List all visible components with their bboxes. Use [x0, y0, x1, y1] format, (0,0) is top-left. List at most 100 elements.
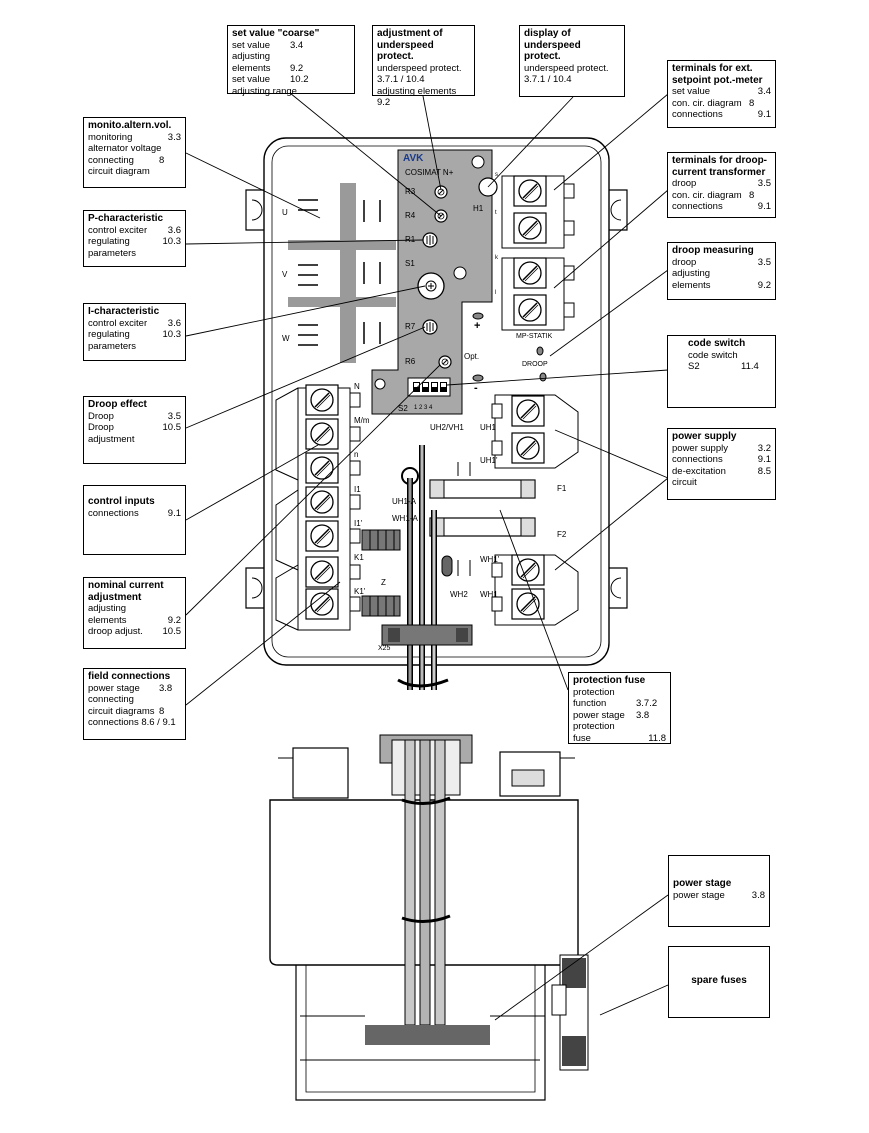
line: circuit	[672, 477, 697, 488]
r1-pot[interactable]	[422, 232, 438, 248]
line: adjusting	[88, 603, 127, 614]
board-hole-1	[471, 155, 485, 169]
label-minus: -	[474, 382, 478, 394]
line: adjusting	[672, 268, 711, 279]
label-plus: +	[474, 320, 481, 332]
label-wh1-a: WH1-A	[392, 514, 418, 523]
fuse-f2	[429, 517, 536, 537]
mp-statik-led	[536, 346, 544, 356]
label-r6: R6	[405, 357, 416, 366]
label-x25: X25	[378, 645, 391, 652]
label-n-lower: n	[354, 450, 359, 459]
callout-terminals-droop-ct: terminals for droop-current transformer …	[667, 152, 776, 218]
label-w: W	[282, 334, 290, 343]
label-n-upper: N	[354, 382, 360, 391]
line: parameters	[88, 247, 137, 259]
line: adjusting	[232, 51, 271, 62]
board-hole-2	[453, 266, 467, 280]
droop-led	[539, 372, 547, 382]
label-i1-prime: I1'	[354, 519, 363, 528]
label-r7: R7	[405, 322, 416, 331]
minus-terminal	[472, 374, 484, 382]
x25-connector	[381, 624, 473, 646]
left-terminal-strip[interactable]	[275, 384, 361, 631]
label-k1-prime: K1'	[354, 587, 366, 596]
power-supply-terminals[interactable]	[491, 394, 579, 469]
line: adjustment	[88, 433, 135, 445]
callout-terminals-ext-setpoint: terminals for ext. setpoint pot.-meter s…	[667, 60, 776, 128]
label-uh1-a: UH1-A	[392, 497, 417, 506]
label-s: s	[495, 172, 498, 178]
label-mm: M/m	[354, 416, 370, 425]
label-f1: F1	[557, 484, 567, 493]
board-model: COSIMAT N+	[405, 168, 454, 177]
line: circuit diagram	[88, 166, 150, 177]
droop-ct-terminals[interactable]	[501, 257, 575, 331]
callout-nominal-current-adjustment: nominal current adjustment adjusting ele…	[83, 577, 186, 649]
s1-switch[interactable]	[417, 272, 445, 300]
ext-setpoint-terminals[interactable]	[501, 175, 575, 249]
transformer-core	[288, 183, 396, 363]
label-t: t	[495, 210, 497, 216]
label-r3: R3	[405, 187, 416, 196]
label-uh2-vh1: UH2/VH1	[430, 423, 464, 432]
r6-pot[interactable]	[438, 355, 452, 369]
avk-logo: AVK	[403, 153, 424, 164]
current-transformer-coils	[361, 529, 401, 617]
callout-display-underspeed: display of underspeed protect. underspee…	[519, 25, 625, 97]
line: droop adjust.10.5	[88, 626, 181, 637]
label-h1: H1	[473, 204, 484, 213]
fuse-f1	[429, 479, 536, 499]
board-hole-3	[374, 378, 386, 390]
line: protection	[573, 686, 615, 698]
field-terminals-right[interactable]	[491, 554, 579, 626]
leader-lines	[185, 92, 669, 1021]
label-opt: Opt.	[464, 352, 480, 361]
line: parameters	[88, 340, 137, 352]
label-i1: I1	[354, 485, 361, 494]
label-l: l	[495, 290, 497, 296]
line: protection	[573, 721, 615, 732]
callout-spare-fuses: spare fuses	[668, 946, 770, 1018]
line: adjusting range	[232, 85, 297, 97]
label-s1: S1	[405, 259, 415, 268]
side-view	[269, 734, 589, 1101]
r7-pot[interactable]	[422, 319, 438, 335]
label-v: V	[282, 270, 288, 279]
